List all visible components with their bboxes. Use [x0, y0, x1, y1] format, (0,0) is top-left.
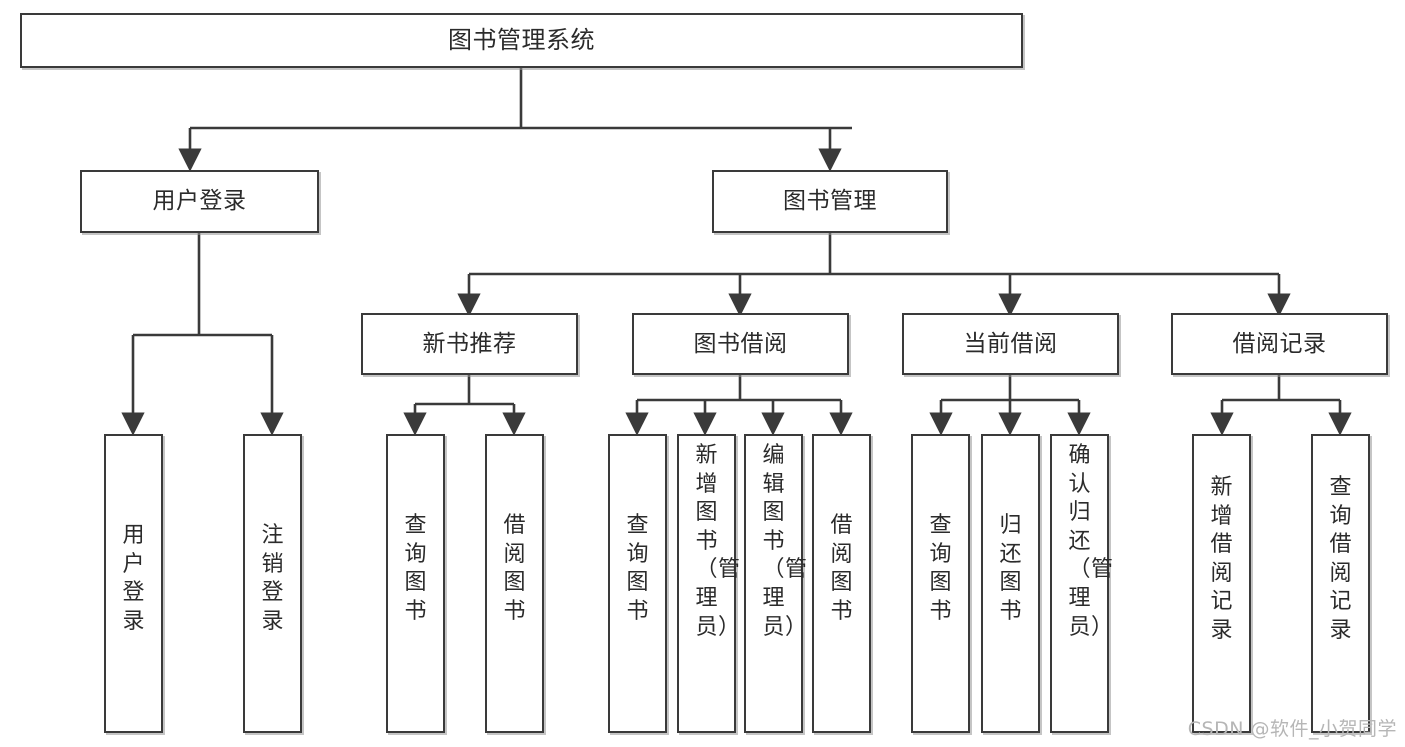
node-leaf-logout[interactable]: 注销登录: [243, 434, 302, 733]
node-book-management-system[interactable]: 图书管理系统: [20, 13, 1023, 68]
node-label: 确认归还（管理员）: [1068, 443, 1114, 640]
node-leaf-query-book-recommend[interactable]: 查询图书: [386, 434, 445, 733]
node-leaf-add-book-admin[interactable]: 新增图书（管理员）: [677, 434, 741, 733]
node-leaf-query-book-current[interactable]: 查询图书: [911, 434, 970, 733]
node-label: 归还图书: [999, 513, 1023, 624]
node-label: 借阅记录: [1232, 330, 1327, 357]
node-label: 查询图书: [404, 513, 428, 624]
node-new-book-recommend[interactable]: 新书推荐: [361, 313, 578, 375]
node-label: 注销登录: [261, 523, 285, 634]
node-label: 图书借阅: [693, 330, 788, 357]
node-user-login[interactable]: 用户登录: [80, 170, 319, 233]
node-book-borrow[interactable]: 图书借阅: [632, 313, 849, 375]
node-leaf-borrow-book-recommend[interactable]: 借阅图书: [485, 434, 544, 733]
node-label: 借阅图书: [830, 513, 854, 624]
node-borrow-record[interactable]: 借阅记录: [1171, 313, 1388, 375]
node-leaf-edit-book-admin[interactable]: 编辑图书（管理员）: [744, 434, 808, 733]
node-label: 新书推荐: [422, 330, 517, 357]
node-leaf-confirm-return-admin[interactable]: 确认归还（管理员）: [1050, 434, 1114, 733]
node-label: 图书管理: [783, 188, 877, 215]
node-label: 查询图书: [626, 513, 650, 624]
node-leaf-user-login[interactable]: 用户登录: [104, 434, 163, 733]
node-label: 查询图书: [929, 513, 953, 624]
node-leaf-query-borrow-record[interactable]: 查询借阅记录: [1311, 434, 1370, 733]
node-label: 用户登录: [122, 523, 146, 634]
node-label: 借阅图书: [503, 513, 527, 624]
node-label: 新增图书（管理员）: [695, 443, 741, 640]
node-label: 查询借阅记录: [1329, 475, 1353, 643]
node-label: 图书管理系统: [448, 25, 595, 54]
node-label: 当前借阅: [963, 330, 1058, 357]
node-leaf-add-borrow-record[interactable]: 新增借阅记录: [1192, 434, 1251, 733]
node-leaf-borrow-book[interactable]: 借阅图书: [812, 434, 871, 733]
node-label: 编辑图书（管理员）: [762, 443, 808, 640]
node-book-management[interactable]: 图书管理: [712, 170, 948, 233]
node-leaf-return-book[interactable]: 归还图书: [981, 434, 1040, 733]
node-label: 用户登录: [152, 188, 247, 215]
node-current-borrow[interactable]: 当前借阅: [902, 313, 1119, 375]
node-label: 新增借阅记录: [1210, 475, 1234, 643]
node-leaf-query-book-borrow[interactable]: 查询图书: [608, 434, 667, 733]
